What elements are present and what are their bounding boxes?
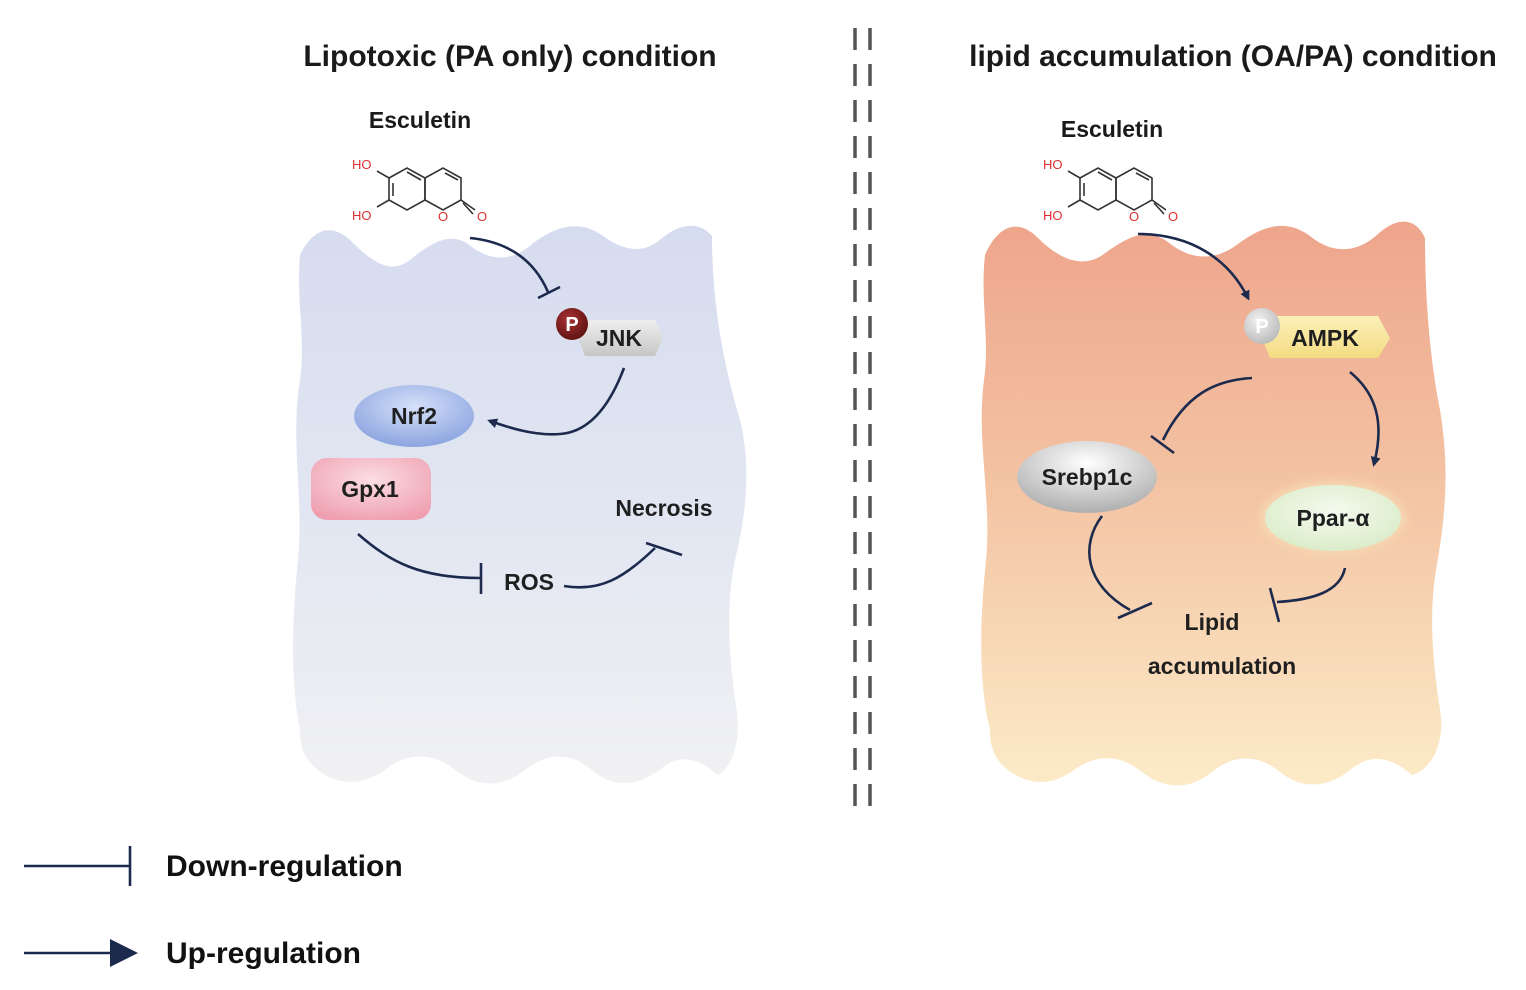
svg-text:HO: HO (1043, 208, 1063, 223)
left-inhibit-bar-jnk (537, 285, 561, 300)
right-inhibit-srebp1c-lipid (1088, 515, 1131, 612)
left-compound-label: Esculetin (369, 107, 471, 133)
right-node-lipid-line2: accumulation (1148, 653, 1296, 679)
svg-text:HO: HO (352, 157, 372, 172)
right-node-srebp1c: Srebp1c (1017, 441, 1157, 513)
left-inhibit-bar-necrosis (645, 541, 683, 557)
left-esculetin-structure: HO HO O O (352, 157, 487, 224)
right-inhibit-bar-srebp1c (1150, 434, 1175, 455)
left-node-ros: ROS (504, 569, 554, 595)
svg-text:P: P (565, 314, 578, 336)
legend: Down-regulation Up-regulation (24, 846, 403, 970)
svg-text:P: P (1255, 316, 1268, 338)
left-inhibit-gpx1-ros (357, 533, 481, 580)
right-phospho-p-icon: P (1244, 308, 1280, 344)
left-inhibit-ros-necrosis (563, 547, 656, 589)
right-panel-title: lipid accumulation (OA/PA) condition (969, 40, 1497, 73)
legend-down-regulation: Down-regulation (24, 846, 403, 886)
svg-text:JNK: JNK (596, 325, 642, 351)
left-node-necrosis: Necrosis (615, 495, 712, 521)
right-cell-shape (981, 221, 1446, 786)
left-activate-jnk-nrf2 (487, 367, 626, 436)
right-node-lipid-line1: Lipid (1185, 609, 1240, 635)
left-panel: Lipotoxic (PA only) condition Esculetin … (293, 40, 747, 784)
left-phospho-p-icon: P (556, 308, 588, 340)
right-panel: lipid accumulation (OA/PA) condition Esc… (969, 40, 1497, 786)
svg-text:HO: HO (1043, 157, 1063, 172)
right-activate-esculetin-ampk (1137, 232, 1250, 301)
legend-up-regulation: Up-regulation (24, 937, 361, 970)
svg-text:Ppar-α: Ppar-α (1297, 505, 1370, 531)
right-esculetin-structure: HO HO O O (1043, 157, 1178, 224)
svg-text:O: O (438, 209, 448, 224)
svg-text:AMPK: AMPK (1291, 325, 1359, 351)
svg-text:HO: HO (352, 208, 372, 223)
right-activate-ampk-ppar (1349, 370, 1381, 467)
left-node-nrf2: Nrf2 (354, 385, 474, 447)
right-inhibit-bar-lipid-right (1268, 587, 1281, 623)
left-panel-title: Lipotoxic (PA only) condition (303, 40, 716, 73)
right-node-ppar: Ppar-α (1259, 480, 1407, 556)
right-inhibit-ampk-srebp1c (1161, 376, 1253, 441)
panel-divider (853, 28, 872, 810)
left-cell-shape (293, 225, 747, 784)
left-node-gpx1: Gpx1 (311, 458, 431, 520)
legend-down-label: Down-regulation (166, 850, 403, 883)
svg-text:Srebp1c: Srebp1c (1042, 464, 1133, 490)
svg-text:Nrf2: Nrf2 (391, 403, 437, 429)
svg-text:O: O (1129, 209, 1139, 224)
right-compound-label: Esculetin (1061, 116, 1163, 142)
svg-text:Gpx1: Gpx1 (341, 476, 399, 502)
right-inhibit-ppar-lipid (1276, 567, 1347, 604)
svg-text:O: O (1168, 209, 1178, 224)
legend-up-label: Up-regulation (166, 937, 361, 970)
left-inhibit-esculetin-jnk (469, 236, 550, 293)
svg-text:O: O (477, 209, 487, 224)
right-node-ampk: AMPK (1262, 316, 1390, 358)
left-node-jnk: JNK (578, 320, 663, 356)
right-inhibit-bar-lipid-left (1117, 601, 1153, 620)
